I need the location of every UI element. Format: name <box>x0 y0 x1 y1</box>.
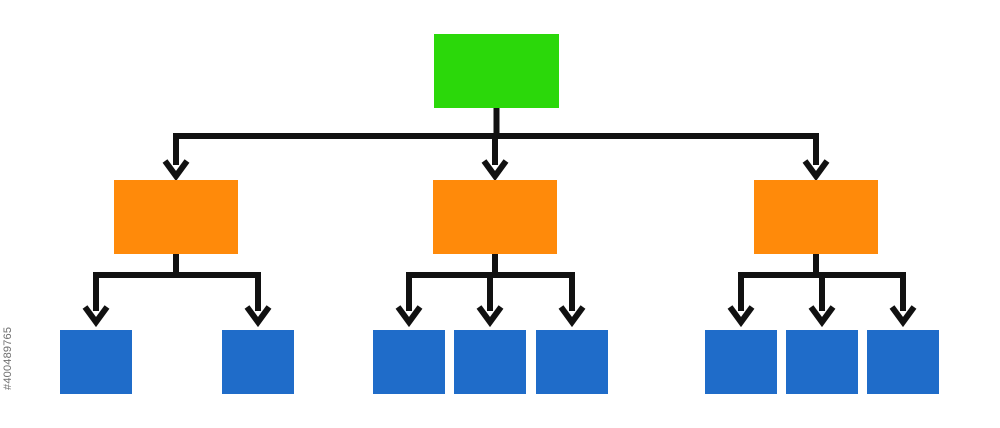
branch-center-node <box>433 180 557 254</box>
branch-right-leaf-1 <box>705 330 777 394</box>
node-boxes <box>60 34 939 394</box>
branch-left-leaf-2 <box>222 330 294 394</box>
root-to-branch-left-arrowhead-icon <box>162 159 190 182</box>
branch-left-node <box>114 180 238 254</box>
branch-center-to-leaf-1-arrowhead-icon <box>395 305 423 328</box>
branch-right-to-leaf-1-arrowhead-icon <box>727 305 755 328</box>
root-node <box>434 34 559 108</box>
root-to-branch-right-arrowhead-icon <box>802 159 830 182</box>
branch-center-to-leaf-2-arrowhead-icon <box>476 305 504 328</box>
branch-left-to-leaf-1-arrowhead-icon <box>82 305 110 328</box>
branch-center-to-leaf-3-arrowhead-icon <box>558 305 586 328</box>
branch-right-to-leaf-2-arrowhead-icon <box>808 305 836 328</box>
root-to-branch-center-arrowhead-icon <box>481 159 509 182</box>
branch-right-leaf-2 <box>786 330 858 394</box>
branch-center-leaf-3 <box>536 330 608 394</box>
branch-right-to-leaf-3-arrowhead-icon <box>889 305 917 328</box>
branch-center-leaf-1 <box>373 330 445 394</box>
branch-right-node <box>754 180 878 254</box>
connector-lines <box>82 105 917 328</box>
branch-left-leaf-1 <box>60 330 132 394</box>
branch-left-to-leaf-2-arrowhead-icon <box>244 305 272 328</box>
branch-center-leaf-2 <box>454 330 526 394</box>
branch-right-leaf-3 <box>867 330 939 394</box>
stock-id-label: #400489765 <box>2 326 14 390</box>
